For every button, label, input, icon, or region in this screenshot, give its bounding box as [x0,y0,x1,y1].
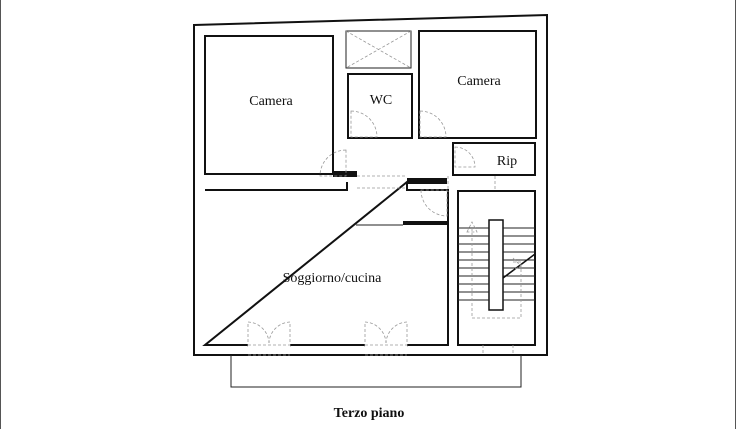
balcony-door-left-b [268,321,291,347]
stair-path-arrow [471,228,522,319]
door-camera-left [319,149,347,177]
stair-core [488,219,504,311]
label-rip: Rip [497,154,517,169]
door-wc [350,110,378,138]
stair-break-line [502,253,536,279]
room-camera-right [418,30,537,139]
room-soggiorno [202,179,449,346]
balcony-door-right-b [385,321,408,347]
balcony-outline [230,355,522,388]
label-soggiorno: Soggiorno/cucina [283,271,383,286]
room-camera-left [204,35,334,175]
label-camera-right: Camera [457,74,501,89]
stair-arrow-head-right [512,257,522,271]
label-camera-left: Camera [249,94,293,109]
room-rip [452,142,536,176]
stair-arrow-head [466,221,478,233]
label-wc: WC [370,93,393,108]
balcony-opening-right [365,343,407,353]
shaft [345,30,412,69]
door-rip [454,146,476,168]
room-wc [347,73,413,139]
balcony-opening-left [248,343,290,353]
shaft-cross-2 [345,30,412,69]
door-soggiorno [420,189,448,217]
stairs [458,219,536,319]
plan-title: Terzo piano [334,406,405,421]
door-camera-right [419,110,447,138]
